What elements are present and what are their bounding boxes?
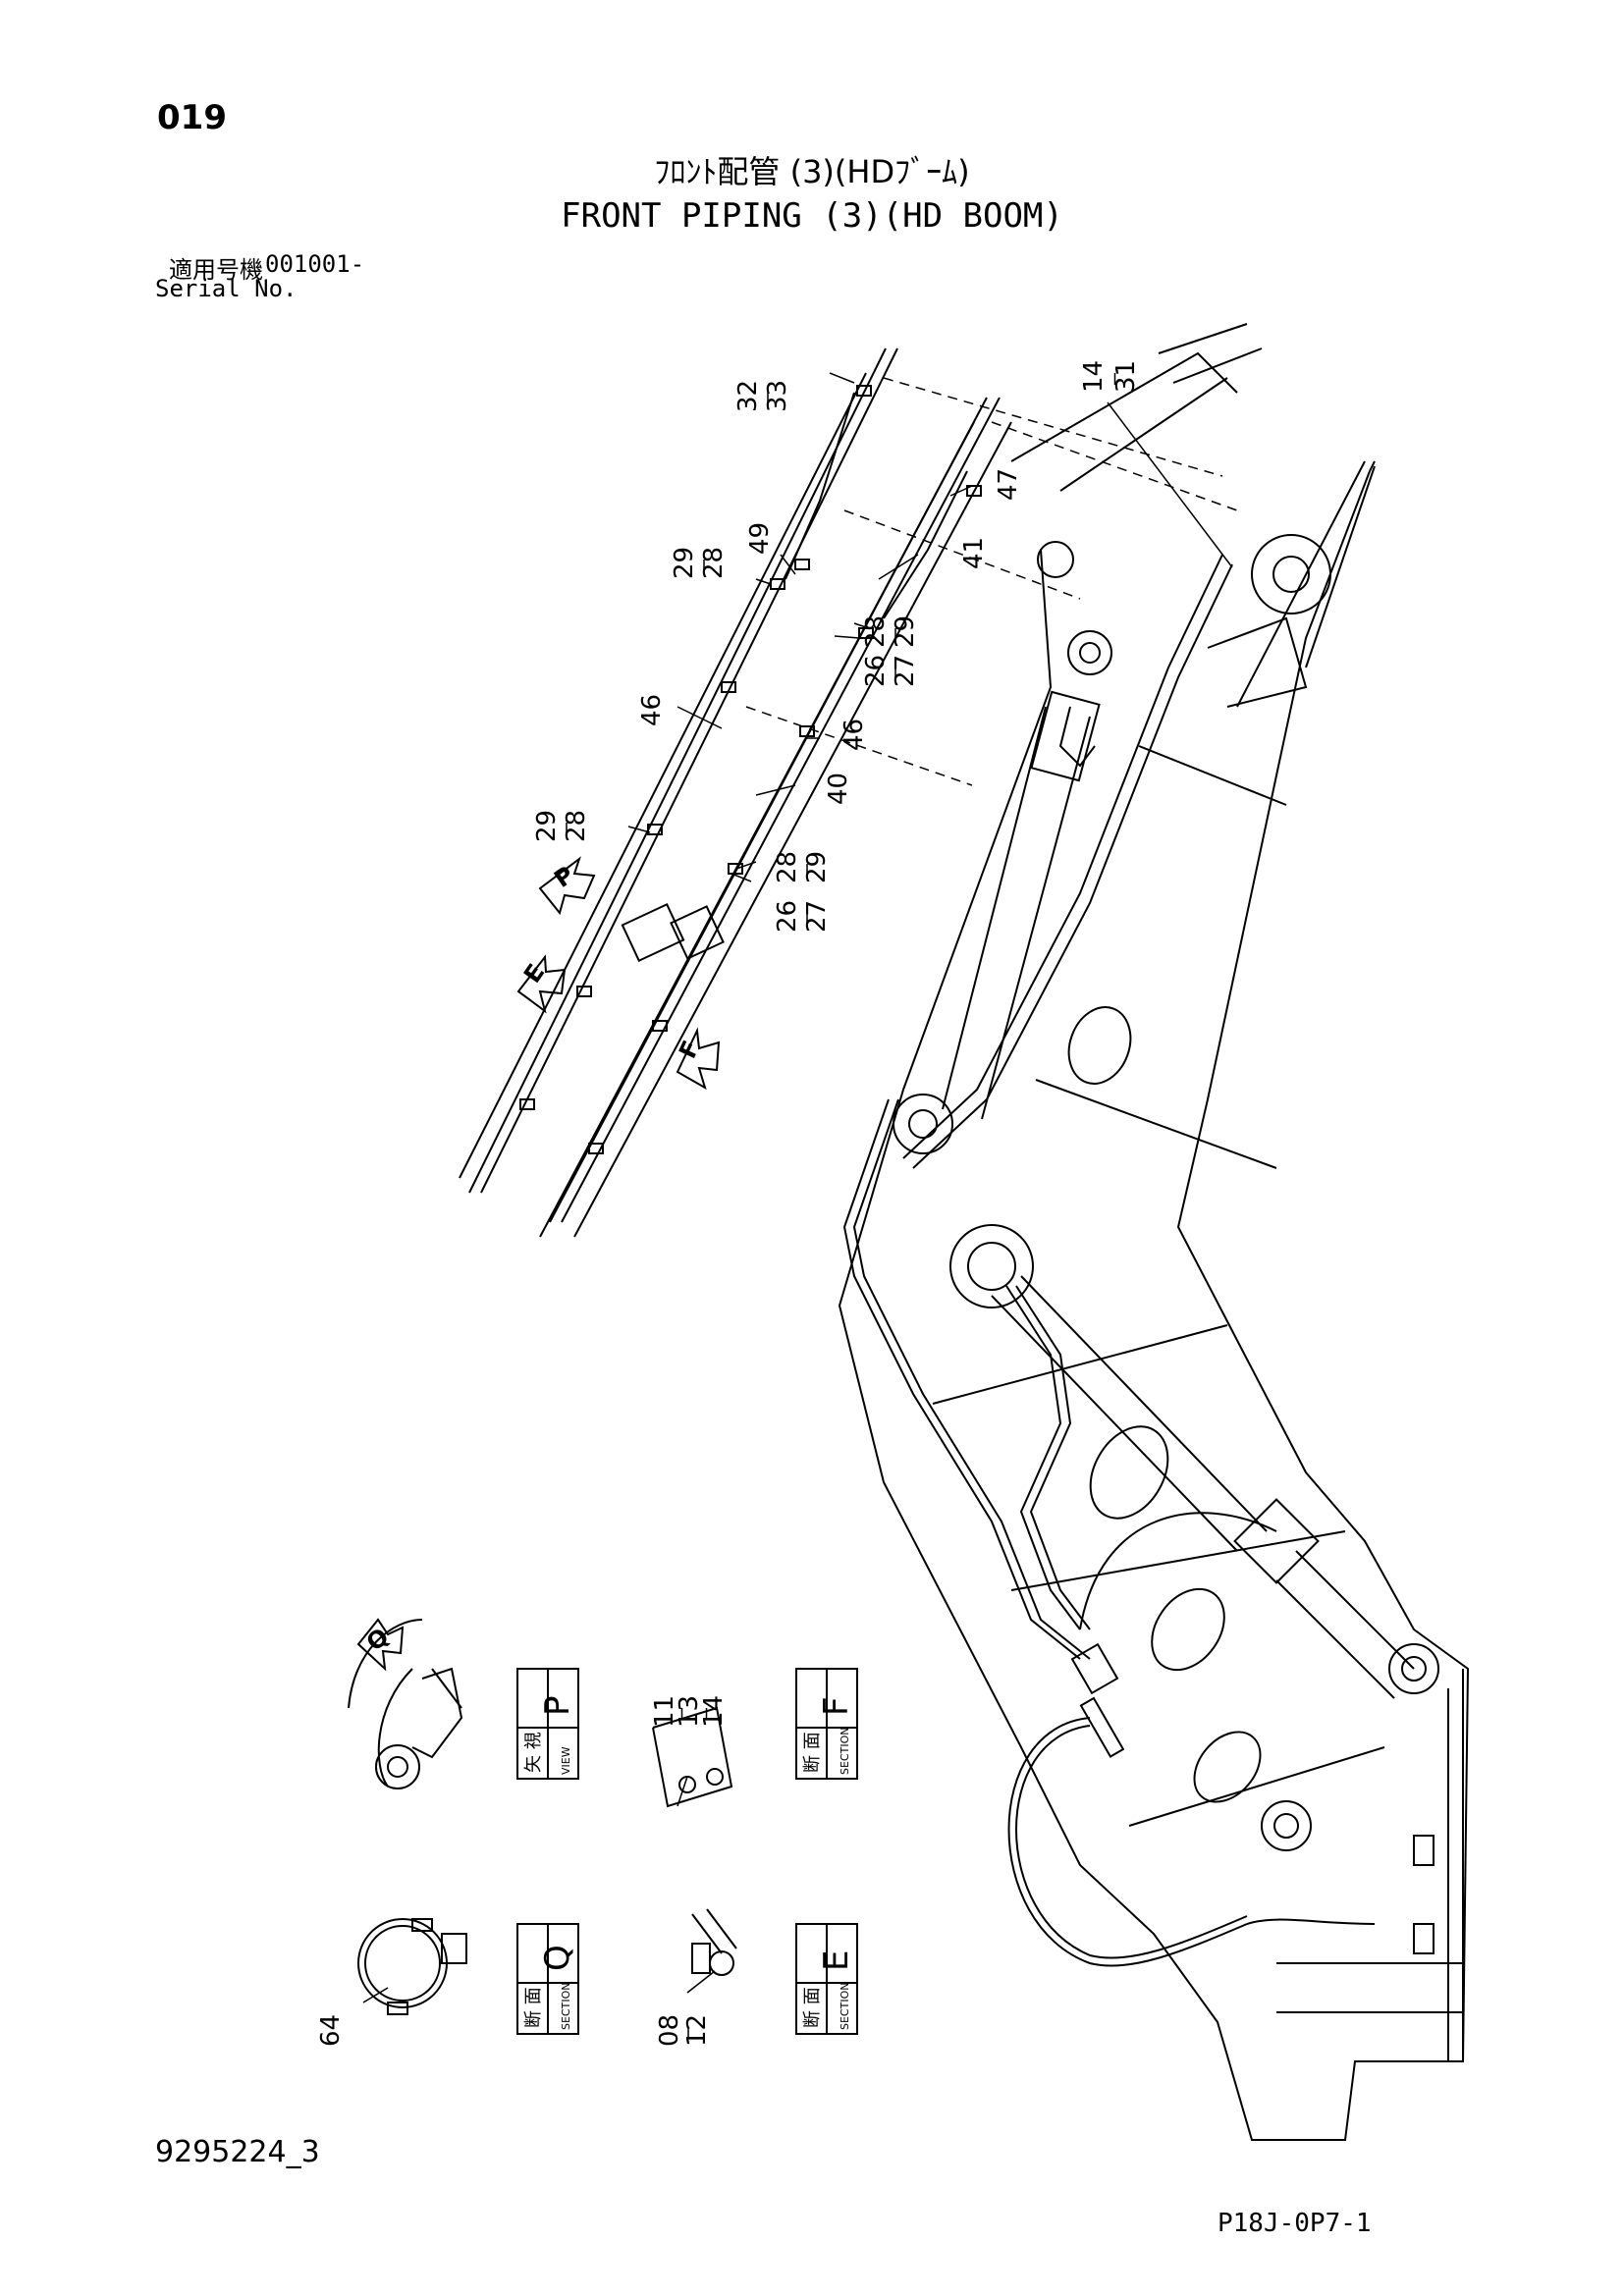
callout-number: 32 xyxy=(733,380,763,412)
panel-letter: P xyxy=(538,1695,577,1716)
serial-number-value: 001001- xyxy=(265,250,365,278)
callout-number: 31 xyxy=(1111,360,1141,393)
callout-number: 26 xyxy=(861,655,891,687)
callout-number: 46 xyxy=(839,719,869,751)
panel-boxes xyxy=(516,1668,858,2035)
callout-number: 40 xyxy=(824,773,853,805)
panel-japanese-label: 断 面 xyxy=(523,1987,544,2028)
title-english: FRONT PIPING (3)(HD BOOM) xyxy=(561,196,1063,236)
panel-letter: E xyxy=(817,1950,856,1971)
view-arrow-letter: F xyxy=(674,1037,705,1063)
view-arrows xyxy=(356,856,721,1672)
view-q-sketch xyxy=(348,1619,463,1789)
page-number: 019 xyxy=(157,98,227,137)
leader-lines xyxy=(362,372,1233,2003)
section-e-sketch xyxy=(691,1908,737,1976)
view-arrow-f xyxy=(676,1027,721,1091)
panel-english-label: SECTION xyxy=(839,1728,851,1775)
callout-number: 13 xyxy=(675,1695,704,1728)
serial-label-japanese: 適用号機 xyxy=(169,256,263,284)
callout-number: 29 xyxy=(532,810,562,842)
callout-number: 08 xyxy=(655,2014,684,2047)
callout-number: 26 xyxy=(773,900,802,933)
callout-number: 28 xyxy=(773,851,802,883)
panel-japanese-label: 断 面 xyxy=(802,1732,823,1773)
callout-number: 46 xyxy=(637,694,667,726)
callout-number: 11 xyxy=(650,1695,679,1728)
view-arrow-p xyxy=(538,856,596,916)
panel-english-label: SECTION xyxy=(560,1983,572,2030)
callout-number: 49 xyxy=(745,522,775,555)
pipe-bundle-detail xyxy=(459,347,1238,1238)
panel-japanese-label: 矢 視 xyxy=(523,1732,544,1773)
view-arrow-e xyxy=(516,954,567,1014)
callout-number: 64 xyxy=(316,2014,346,2047)
callout-number: 14 xyxy=(1079,360,1109,393)
panel-letter: Q xyxy=(538,1945,577,1971)
view-arrow-q xyxy=(356,1618,405,1672)
callout-number: 14 xyxy=(699,1695,729,1728)
panel-english-label: VIEW xyxy=(560,1746,572,1775)
title-japanese: ﾌﾛﾝﾄ配管 (3)(HDﾌﾞｰﾑ) xyxy=(654,153,970,190)
callout-number: 28 xyxy=(861,615,891,648)
callout-number: 41 xyxy=(959,537,989,569)
drawing-code: P18J-0P7-1 xyxy=(1218,2209,1372,2238)
panel-letter: F xyxy=(817,1696,856,1716)
callout-number: 12 xyxy=(682,2014,712,2047)
callout-number: 47 xyxy=(994,468,1023,501)
boom-structure xyxy=(838,323,1470,2141)
serial-label-english: Serial No. xyxy=(155,275,298,302)
panel-japanese-label: 断 面 xyxy=(802,1987,823,2028)
section-q-sketch xyxy=(357,1918,467,2015)
panel-english-label: SECTION xyxy=(839,1983,851,2030)
document-number: 9295224_3 xyxy=(155,2135,320,2169)
callout-number: 29 xyxy=(670,547,699,579)
view-arrow-letter: P xyxy=(549,861,578,893)
panel-label-layer: P 矢 視 VIEW F 断 面 SECTION Q 断 面 SECTION E 断 面 SECTIO… xyxy=(523,1695,856,2030)
